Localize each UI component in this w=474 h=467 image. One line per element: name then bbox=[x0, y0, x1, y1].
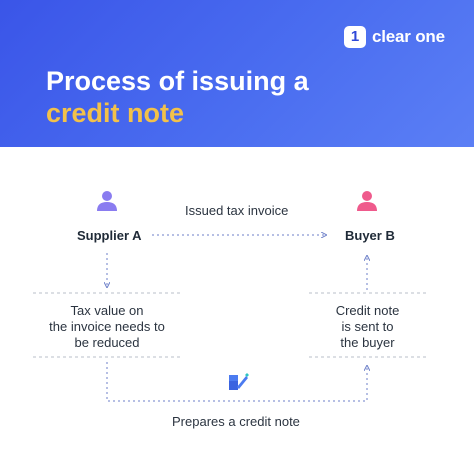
prepares-loop-arrow bbox=[106, 362, 367, 402]
brand-logo: 1 clear one bbox=[344, 26, 445, 48]
supplier-label: Supplier A bbox=[77, 228, 142, 243]
tax-box-line1: Tax value on bbox=[70, 303, 144, 318]
tax-reduction-box: Tax value on the invoice needs to be red… bbox=[33, 303, 181, 351]
page-title-line2: credit note bbox=[46, 98, 185, 128]
prepares-credit-note-label: Prepares a credit note bbox=[172, 414, 300, 429]
logo-mark: 1 bbox=[344, 26, 366, 48]
credit-box-line3: the buyer bbox=[340, 335, 395, 350]
pen-note-icon bbox=[229, 373, 249, 390]
page-title-line1: Process of issuing a bbox=[46, 66, 309, 96]
supplier-person-icon bbox=[97, 191, 117, 211]
buyer-person-icon bbox=[357, 191, 377, 211]
issued-invoice-label: Issued tax invoice bbox=[185, 203, 289, 218]
credit-box-line2: is sent to bbox=[341, 319, 394, 334]
tax-box-line3: be reduced bbox=[74, 335, 140, 350]
credit-box-line1: Credit note bbox=[335, 303, 400, 318]
credit-note-sent-box: Credit note is sent to the buyer bbox=[309, 303, 426, 351]
header-banner: 1 clear one Process of issuing a credit … bbox=[0, 0, 474, 147]
tax-box-line2: the invoice needs to bbox=[49, 319, 165, 334]
logo-text: clear one bbox=[372, 27, 445, 46]
buyer-label: Buyer B bbox=[345, 228, 395, 243]
